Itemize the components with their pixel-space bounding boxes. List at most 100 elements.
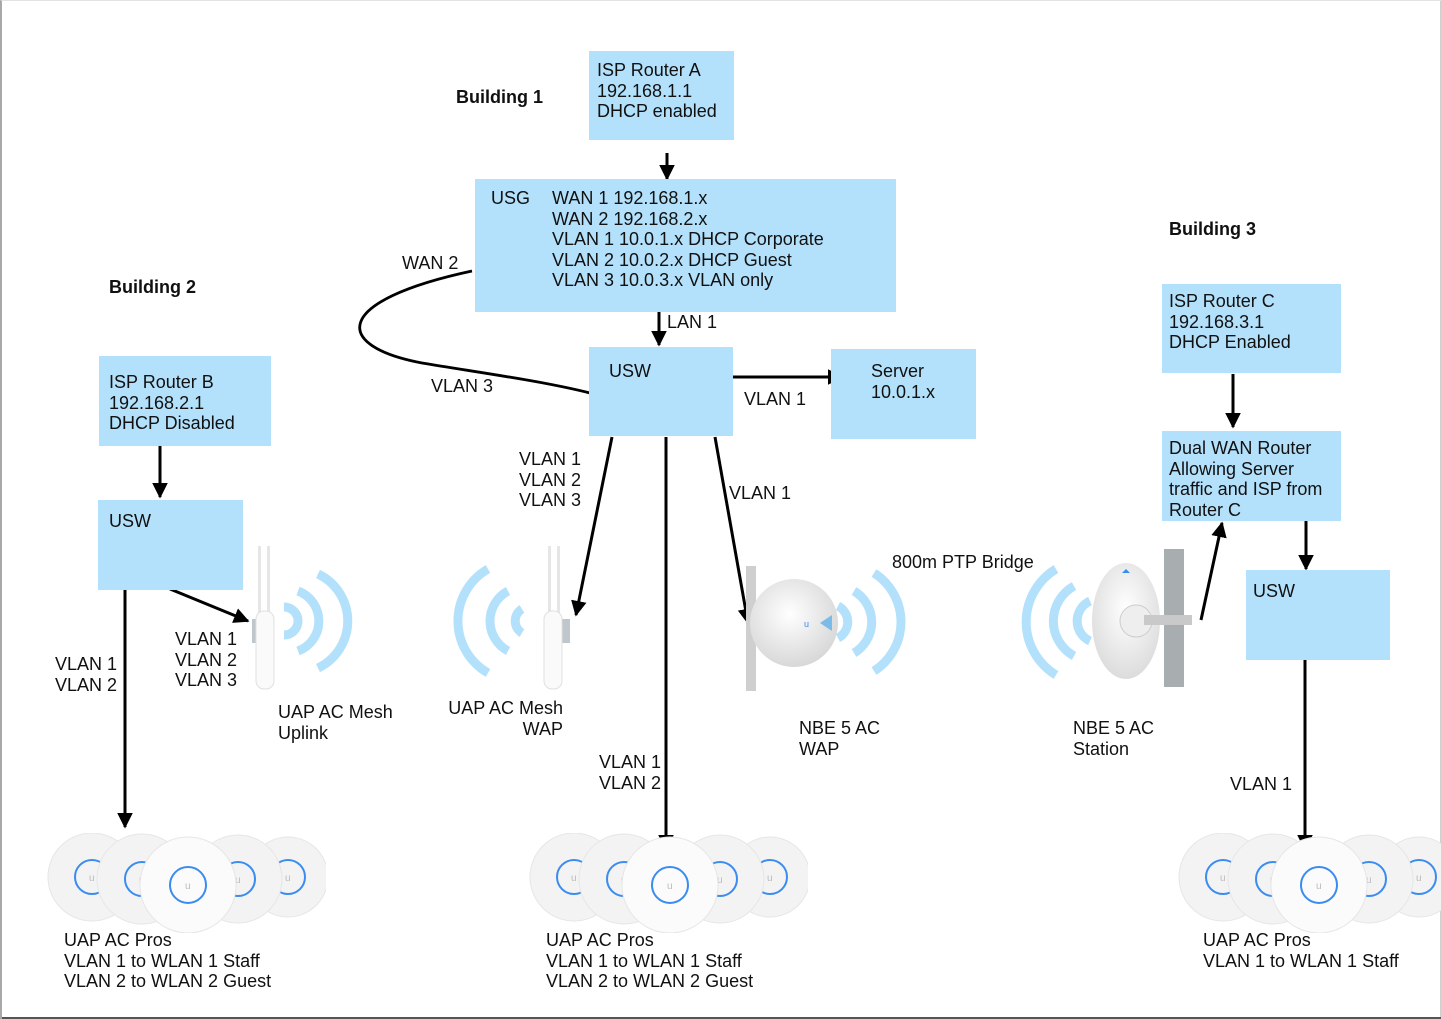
device-caption-line: UAP AC Pros (1203, 930, 1311, 950)
usg-vlan3: VLAN 3 10.0.3.x VLAN only (552, 270, 774, 290)
vlan-label: VLAN 1 (519, 449, 582, 469)
uap-ac-mesh-wap-device[interactable] (536, 541, 576, 691)
svg-text:u: u (1316, 881, 1322, 892)
svg-text:u: u (285, 873, 291, 884)
device-caption-line: Uplink (278, 722, 329, 743)
label-b2-mesh-vlans: VLAN 1 VLAN 2 VLAN 3 (175, 629, 237, 691)
wifi-icon (283, 569, 353, 673)
svg-text:u: u (717, 875, 723, 886)
link-usw-b1-mesh (571, 436, 614, 617)
nbe-5ac-wap-device[interactable]: u (742, 561, 842, 691)
server-box[interactable]: Server 10.0.1.x (831, 349, 976, 439)
wifi-icon (1021, 565, 1093, 679)
building-1-title: Building 1 (456, 87, 543, 107)
dual-wan-line-1: Dual WAN Router (1169, 438, 1312, 458)
dual-wan-line-3: traffic and ISP from (1169, 479, 1323, 499)
vlan-label: VLAN 2 (55, 674, 118, 695)
wifi-waves (283, 565, 1093, 679)
isp-router-c-name: ISP Router C (1169, 291, 1275, 311)
nbe-5ac-station-device[interactable] (1082, 549, 1202, 689)
usg-vlan1: VLAN 1 10.0.1.x DHCP Corporate (552, 229, 824, 249)
device-caption-line: UAP AC Mesh (448, 698, 563, 718)
caption-b3-pros: UAP AC Pros VLAN 1 to WLAN 1 Staff (1203, 930, 1399, 971)
isp-router-c-ip: 192.168.3.1 (1169, 311, 1265, 332)
uap-ac-mesh-uplink-device[interactable] (246, 541, 286, 691)
device-caption-line: Station (1073, 738, 1130, 759)
usw-building-1-box[interactable]: USW (589, 347, 733, 436)
svg-text:u: u (767, 873, 773, 884)
caption-b2-mesh: UAP AC Mesh Uplink (278, 702, 393, 743)
caption-nbe-wap: NBE 5 AC WAP (799, 718, 880, 759)
vlan-label: VLAN 1 (55, 654, 118, 674)
svg-text:u: u (1220, 873, 1226, 884)
label-lan1: LAN 1 (667, 312, 718, 332)
isp-router-a-dhcp: DHCP enabled (597, 101, 717, 121)
usw-building-2-name: USW (109, 511, 151, 531)
wifi-icon (453, 565, 525, 677)
isp-router-b-ip: 192.168.2.1 (109, 392, 205, 413)
isp-router-a-name: ISP Router A (597, 60, 701, 80)
device-caption-line: VLAN 2 to WLAN 2 Guest (64, 971, 272, 991)
caption-nbe-station: NBE 5 AC Station (1073, 718, 1154, 759)
usg-wan1: WAN 1 192.168.1.x (552, 188, 708, 208)
caption-b1-mesh: UAP AC Mesh WAP (442, 698, 563, 739)
svg-text:u: u (1416, 873, 1422, 884)
building-3-title: Building 3 (1169, 219, 1256, 239)
vlan-label: VLAN 1 (599, 752, 662, 772)
usw-building-2-box[interactable]: USW (98, 500, 243, 590)
label-b1-mesh-vlans: VLAN 1 VLAN 2 VLAN 3 (519, 449, 581, 511)
dual-wan-router-box[interactable]: Dual WAN Router Allowing Server traffic … (1162, 431, 1341, 521)
label-vlan3-curve: VLAN 3 (431, 376, 494, 396)
label-b3-pros-vlan: VLAN 1 (1230, 774, 1293, 794)
label-b1-pros-vlans: VLAN 1 VLAN 2 (599, 752, 661, 793)
building-2-title: Building 2 (109, 277, 196, 297)
isp-router-b-dhcp: DHCP Disabled (109, 413, 235, 433)
server-ip: 10.0.1.x (871, 381, 936, 402)
dual-wan-line-2: Allowing Server (1169, 458, 1295, 479)
device-caption-line: WAP (522, 718, 563, 739)
vlan-label: VLAN 2 (175, 649, 238, 670)
isp-router-b-box[interactable]: ISP Router B 192.168.2.1 DHCP Disabled (99, 356, 271, 446)
device-caption-line: WAP (799, 738, 840, 759)
usg-wan2: WAN 2 192.168.2.x (552, 208, 708, 229)
usg-box[interactable]: USG WAN 1 192.168.1.x WAN 2 192.168.2.x … (475, 179, 896, 312)
device-caption-line: VLAN 1 to WLAN 1 Staff (1203, 950, 1399, 971)
vlan-label: VLAN 2 (599, 772, 662, 793)
isp-router-c-box[interactable]: ISP Router C 192.168.3.1 DHCP Enabled (1162, 284, 1341, 373)
link-station-dual-wan (1199, 521, 1227, 621)
label-ptp-bridge: 800m PTP Bridge (892, 552, 1034, 572)
svg-text:u: u (571, 873, 577, 884)
uap-ac-pro-icon: u (621, 836, 719, 933)
label-b2-pros-vlans: VLAN 1 VLAN 2 (55, 654, 117, 695)
uap-ac-pro-icon: u (139, 836, 237, 933)
vlan-label: VLAN 1 (175, 629, 238, 649)
label-b1-nbe-vlan: VLAN 1 (729, 483, 792, 503)
device-caption-line: UAP AC Mesh (278, 702, 393, 722)
svg-text:u: u (667, 881, 673, 892)
isp-router-a-box[interactable]: ISP Router A 192.168.1.1 DHCP enabled (589, 51, 734, 140)
device-caption-line: VLAN 2 to WLAN 2 Guest (546, 971, 754, 991)
wifi-icon (835, 569, 906, 675)
usw-building-3-name: USW (1253, 581, 1295, 601)
vlan-label: VLAN 2 (519, 469, 582, 490)
caption-b2-pros: UAP AC Pros VLAN 1 to WLAN 1 Staff VLAN … (64, 930, 271, 992)
vlan-label: VLAN 3 (519, 490, 582, 510)
device-caption-line: VLAN 1 to WLAN 1 Staff (546, 950, 742, 971)
uap-ac-pro-icon: u (1270, 836, 1368, 933)
svg-text:u: u (804, 619, 809, 629)
label-server-vlan1: VLAN 1 (744, 389, 807, 409)
caption-b1-pros: UAP AC Pros VLAN 1 to WLAN 1 Staff VLAN … (546, 930, 753, 992)
isp-router-b-name: ISP Router B (109, 372, 214, 392)
usw-building-3-box[interactable]: USW (1246, 570, 1390, 660)
svg-text:u: u (235, 875, 241, 886)
svg-text:u: u (1366, 875, 1372, 886)
svg-text:u: u (185, 881, 191, 892)
link-wan2-vlan3-curve (358, 269, 591, 395)
device-caption-line: UAP AC Pros (64, 930, 172, 950)
device-caption-line: NBE 5 AC (799, 718, 881, 738)
